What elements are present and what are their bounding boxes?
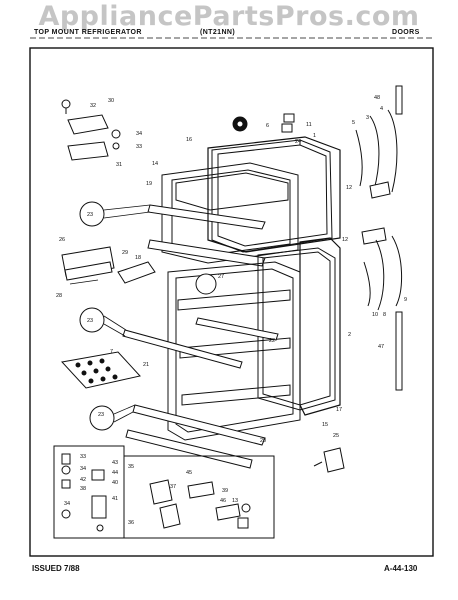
callout-20: 20 bbox=[260, 438, 266, 444]
callout-27: 27 bbox=[218, 274, 224, 280]
callout-9: 9 bbox=[404, 297, 407, 303]
footer-page-ref: A-44-130 bbox=[384, 564, 418, 573]
hinge-cap-parts bbox=[232, 113, 295, 133]
header-model-title: TOP MOUNT REFRIGERATOR bbox=[34, 29, 142, 36]
hinge-bracket-12 bbox=[361, 181, 391, 245]
callout-35: 35 bbox=[128, 464, 134, 470]
callout-21: 21 bbox=[143, 362, 149, 368]
callout-10: 10 bbox=[372, 312, 378, 318]
callout-23a: 23 bbox=[87, 212, 93, 218]
callout-26: 26 bbox=[59, 237, 65, 243]
callout-12a: 12 bbox=[346, 185, 352, 191]
callout-3: 3 bbox=[366, 115, 369, 121]
callout-37: 37 bbox=[170, 484, 176, 490]
callout-19: 19 bbox=[146, 181, 152, 187]
freezer-gasket bbox=[207, 136, 341, 253]
callout-13: 13 bbox=[232, 498, 238, 504]
hardware-detail-box bbox=[53, 445, 275, 539]
freezer-shelf-bar bbox=[147, 204, 266, 230]
door-shelf-bar-upper bbox=[195, 317, 279, 341]
callout-31: 31 bbox=[116, 162, 122, 168]
callout-12b: 12 bbox=[342, 237, 348, 243]
callout-34b: 34 bbox=[80, 466, 86, 472]
fresh-food-door-liner bbox=[167, 261, 301, 441]
callout-17: 17 bbox=[336, 407, 342, 413]
callout-33: 33 bbox=[136, 144, 142, 150]
callout-45: 45 bbox=[186, 470, 192, 476]
callout-18: 18 bbox=[135, 255, 141, 261]
butter-compartment bbox=[61, 246, 115, 285]
callout-42: 42 bbox=[80, 477, 86, 483]
hardware-parts bbox=[61, 453, 251, 532]
callout-43: 43 bbox=[112, 460, 118, 466]
callout-41: 41 bbox=[112, 496, 118, 502]
callout-23c: 23 bbox=[98, 412, 104, 418]
callout-6: 6 bbox=[266, 123, 269, 129]
callout-29: 29 bbox=[122, 250, 128, 256]
handle-trim-48 bbox=[395, 85, 403, 115]
callout-44: 44 bbox=[112, 470, 118, 476]
magnifier-leaders bbox=[103, 204, 151, 423]
callout-39: 39 bbox=[222, 488, 228, 494]
diagram-frame bbox=[29, 47, 434, 557]
watermark: AppliancePartsPros.com bbox=[38, 1, 420, 32]
header-model-number: (NT21NN) bbox=[200, 29, 236, 36]
callout-48: 48 bbox=[374, 95, 380, 101]
callout-33b: 33 bbox=[80, 454, 86, 460]
door-handle-upper bbox=[355, 109, 398, 193]
upper-hinge-assembly bbox=[61, 99, 121, 161]
freezer-shelf bbox=[147, 239, 266, 267]
callout-1: 1 bbox=[313, 133, 316, 139]
callout-46: 46 bbox=[220, 498, 226, 504]
handle-trim-47 bbox=[395, 311, 403, 391]
callout-34c: 34 bbox=[64, 501, 70, 507]
callout-16: 16 bbox=[186, 137, 192, 143]
callout-22: 22 bbox=[269, 338, 275, 344]
door-shelf-bar-middle bbox=[122, 329, 243, 369]
callout-8: 8 bbox=[383, 312, 386, 318]
callout-23b: 23 bbox=[87, 318, 93, 324]
header-section-title: DOORS bbox=[392, 29, 420, 36]
fresh-food-gasket bbox=[299, 237, 341, 416]
callout-36: 36 bbox=[128, 520, 134, 526]
callout-40: 40 bbox=[112, 480, 118, 486]
door-handle-lower bbox=[363, 235, 403, 311]
callout-30: 30 bbox=[108, 98, 114, 104]
callout-11: 11 bbox=[306, 122, 312, 128]
callout-7: 7 bbox=[110, 349, 113, 355]
callout-38: 38 bbox=[80, 486, 86, 492]
detail-magnifier-23 bbox=[79, 201, 217, 431]
callout-14: 14 bbox=[152, 161, 158, 167]
callout-24: 24 bbox=[295, 139, 301, 145]
callout-4: 4 bbox=[380, 106, 383, 112]
callout-28: 28 bbox=[56, 293, 62, 299]
callout-2: 2 bbox=[348, 332, 351, 338]
callout-25: 25 bbox=[333, 433, 339, 439]
callout-5: 5 bbox=[352, 120, 355, 126]
lower-hinge bbox=[313, 447, 345, 473]
butter-door-lid bbox=[117, 261, 156, 284]
callout-34: 34 bbox=[136, 131, 142, 137]
callout-15: 15 bbox=[322, 422, 328, 428]
fresh-food-door bbox=[257, 247, 336, 411]
callout-32: 32 bbox=[90, 103, 96, 109]
freezer-door bbox=[211, 139, 333, 253]
callout-47: 47 bbox=[378, 344, 384, 350]
footer-issued: ISSUED 7/88 bbox=[32, 564, 80, 573]
callout-labels: 30 32 34 33 31 6 11 24 16 1 48 5 3 4 14 … bbox=[56, 95, 407, 526]
egg-tray bbox=[61, 351, 141, 389]
door-shelf-bar-lower bbox=[125, 404, 266, 469]
